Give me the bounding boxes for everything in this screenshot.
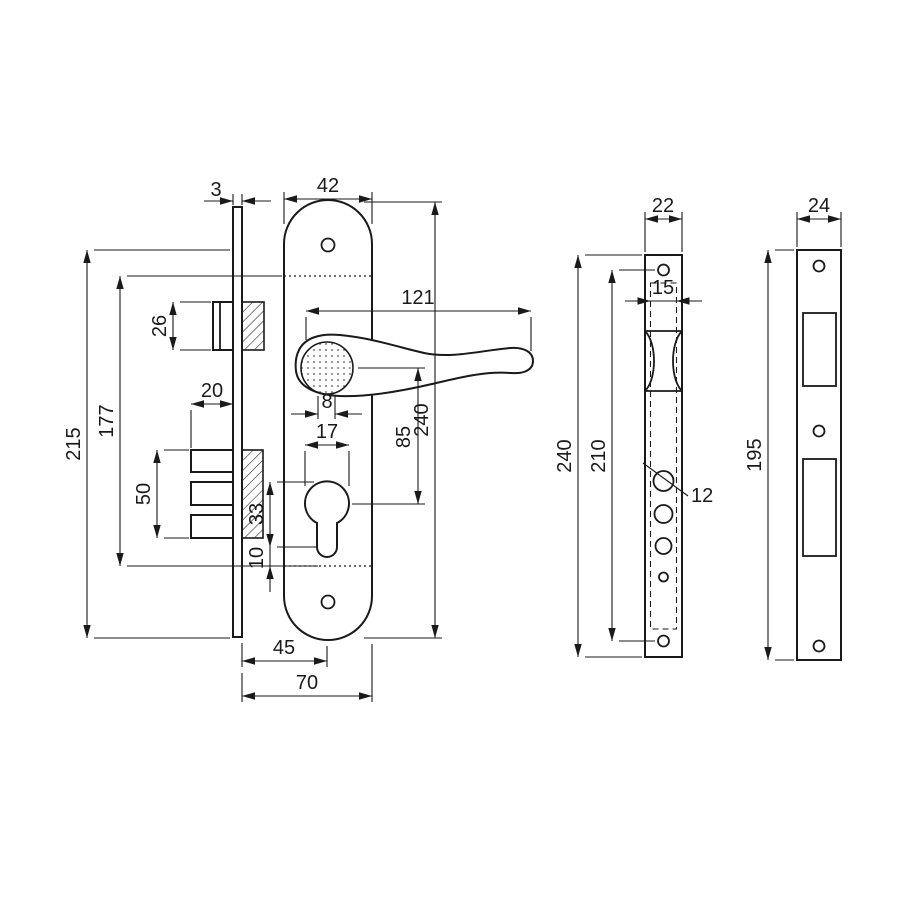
faceplate-front-view	[644, 254, 683, 658]
escutcheon-screw-hole-bottom	[320, 594, 336, 610]
dim-handle-to-cylinder: 85	[352, 367, 425, 505]
dim-label-210: 210	[588, 439, 610, 472]
faceplate-screw-hole-top	[657, 263, 670, 277]
dim-label-240-front: 240	[411, 403, 433, 436]
dim-overall-215: 215	[63, 249, 230, 639]
dim-body-depth: 70	[241, 644, 373, 702]
escutcheon-screw-hole-top	[320, 237, 336, 253]
dim-latch-height: 26	[149, 301, 211, 351]
dim-label-121: 121	[401, 287, 434, 309]
dim-hole-diameter: 12	[642, 462, 713, 507]
dim-faceplate-width: 22	[644, 195, 683, 252]
dim-label-22: 22	[652, 195, 674, 217]
dim-deadbolt-height: 50	[133, 449, 189, 539]
dim-label-17: 17	[316, 421, 338, 443]
strike-screw-hole-bottom	[812, 639, 826, 653]
dim-label-215: 215	[63, 427, 85, 460]
strike-screw-hole-middle	[812, 424, 826, 438]
dim-label-85: 85	[393, 426, 415, 448]
dim-screw-spacing: 210	[588, 269, 655, 642]
handle-hub	[300, 341, 354, 395]
dim-label-10: 10	[246, 547, 268, 569]
dim-strike-width: 24	[796, 195, 842, 247]
dim-label-177: 177	[96, 404, 118, 437]
strike-plate-view	[796, 249, 842, 661]
dim-label-20: 20	[201, 380, 223, 402]
dim-faceplate-height: 240	[554, 254, 642, 658]
faceplate-screw-hole-bottom	[657, 634, 670, 648]
dim-label-42: 42	[317, 175, 339, 197]
latch-bolt-section	[241, 301, 265, 351]
dim-escutcheon-height: 240	[364, 201, 442, 639]
strike-deadbolt-cutout	[802, 458, 837, 557]
strike-screw-hole-top	[812, 259, 826, 273]
strike-plate-outline	[796, 249, 842, 661]
deadbolt-bar-3	[190, 514, 234, 539]
latch-opening-right-curve	[672, 330, 683, 392]
dim-spindle-size: 8	[291, 391, 362, 419]
deadbolt-bar-1	[190, 449, 234, 473]
front-assembly-dimensions: 3 42 121 26 215	[63, 175, 532, 702]
dim-label-33: 33	[246, 503, 268, 525]
strike-latch-cutout	[802, 312, 837, 387]
dim-label-24: 24	[808, 195, 830, 217]
dim-cylinder-offset: 10	[246, 547, 318, 592]
faceplate-outline	[644, 254, 683, 658]
strike-plate-dimensions: 24 195	[744, 195, 842, 661]
faceplate-hole-1	[652, 470, 675, 492]
dim-faceplate-inner-width: 15	[625, 277, 702, 305]
dim-label-240-faceplate: 240	[554, 439, 576, 472]
dim-label-50: 50	[133, 483, 155, 505]
escutcheon-plate	[283, 199, 373, 641]
faceplate-hole-4	[658, 571, 669, 583]
dim-label-12: 12	[691, 485, 713, 507]
dim-label-70: 70	[296, 672, 318, 694]
deadbolt-bar-2	[190, 481, 234, 506]
dim-label-3: 3	[210, 179, 221, 201]
dim-cylinder-width: 17	[304, 421, 350, 486]
euro-cylinder-keyhole	[304, 480, 350, 558]
faceplate-hole-3	[654, 537, 673, 555]
faceplate-hidden-body	[649, 282, 678, 630]
latch-bolt	[212, 301, 234, 351]
dim-backset: 45	[241, 637, 328, 667]
latch-opening-left-curve	[644, 330, 655, 392]
dim-label-26: 26	[149, 315, 171, 337]
faceplate-dimensions: 22 15 240 210 12	[554, 195, 713, 658]
dim-escutcheon-width: 42	[283, 175, 373, 224]
dim-strike-height: 195	[744, 249, 794, 661]
dim-overall-177: 177	[96, 275, 282, 567]
deadbolt-section	[241, 449, 264, 539]
dim-label-8: 8	[321, 391, 332, 413]
dim-label-195: 195	[744, 438, 766, 471]
dim-cylinder-height: 33	[246, 481, 318, 548]
dim-handle-length: 121	[305, 287, 532, 351]
dim-deadbolt-throw: 20	[190, 380, 233, 448]
dim-label-45: 45	[273, 637, 295, 659]
dim-label-15: 15	[652, 277, 674, 299]
dim-faceplate-thickness: 3	[204, 179, 271, 205]
lock-faceplate-edge	[232, 206, 243, 638]
faceplate-hole-2	[653, 504, 674, 524]
